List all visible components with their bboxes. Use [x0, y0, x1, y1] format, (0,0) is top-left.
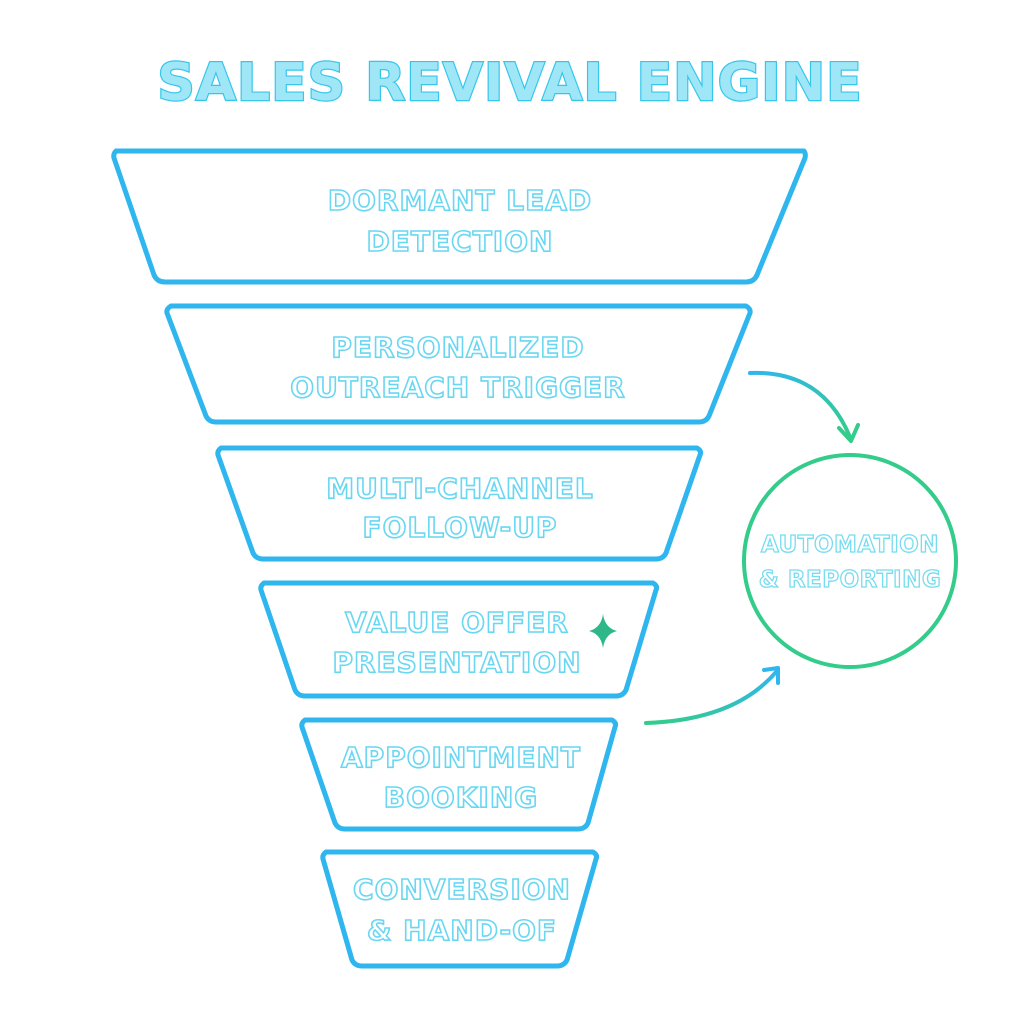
- stage-4-label-line1: VALUE OFFER: [345, 606, 569, 639]
- stage-3-label-line1: MULTI-CHANNEL: [326, 472, 593, 505]
- funnel-stage-3: MULTI-CHANNEL FOLLOW-UP: [215, 445, 704, 562]
- stage-5-label-line1: APPOINTMENT: [341, 741, 581, 774]
- stage-4-label-line2: PRESENTATION: [332, 646, 581, 679]
- arrow-to-automation: [748, 370, 860, 443]
- funnel-stage-2: PERSONALIZED OUTREACH TRIGGER: [164, 303, 753, 425]
- automation-reporting-node: AUTOMATION & REPORTING: [742, 453, 958, 669]
- stage-5-label-line2: BOOKING: [384, 781, 538, 814]
- stage-2-label-line2: OUTREACH TRIGGER: [290, 371, 625, 404]
- stage-6-label-line2: & HAND-OF: [367, 914, 557, 947]
- stage-2-label-line1: PERSONALIZED: [331, 331, 584, 364]
- funnel-stage-5: APPOINTMENT BOOKING: [299, 717, 619, 832]
- funnel-stage-1: DORMANT LEAD DETECTION: [111, 148, 808, 285]
- funnel-stage-4: VALUE OFFER PRESENTATION: [258, 580, 660, 699]
- stage-6-label-line1: CONVERSION: [353, 873, 571, 906]
- automation-node-label-line1: AUTOMATION: [761, 532, 939, 558]
- sparkle-icon: [589, 614, 617, 648]
- stage-1-label-line1: DORMANT LEAD: [328, 184, 592, 217]
- arrow-from-conversion: [644, 666, 780, 725]
- stage-1-label-line2: DETECTION: [367, 225, 554, 258]
- funnel-stage-6: CONVERSION & HAND-OF: [320, 849, 600, 969]
- page-title: SALES REVIVAL ENGINE: [157, 53, 862, 113]
- automation-node-label-line2: & REPORTING: [759, 567, 941, 593]
- stage-3-label-line2: FOLLOW-UP: [363, 511, 558, 544]
